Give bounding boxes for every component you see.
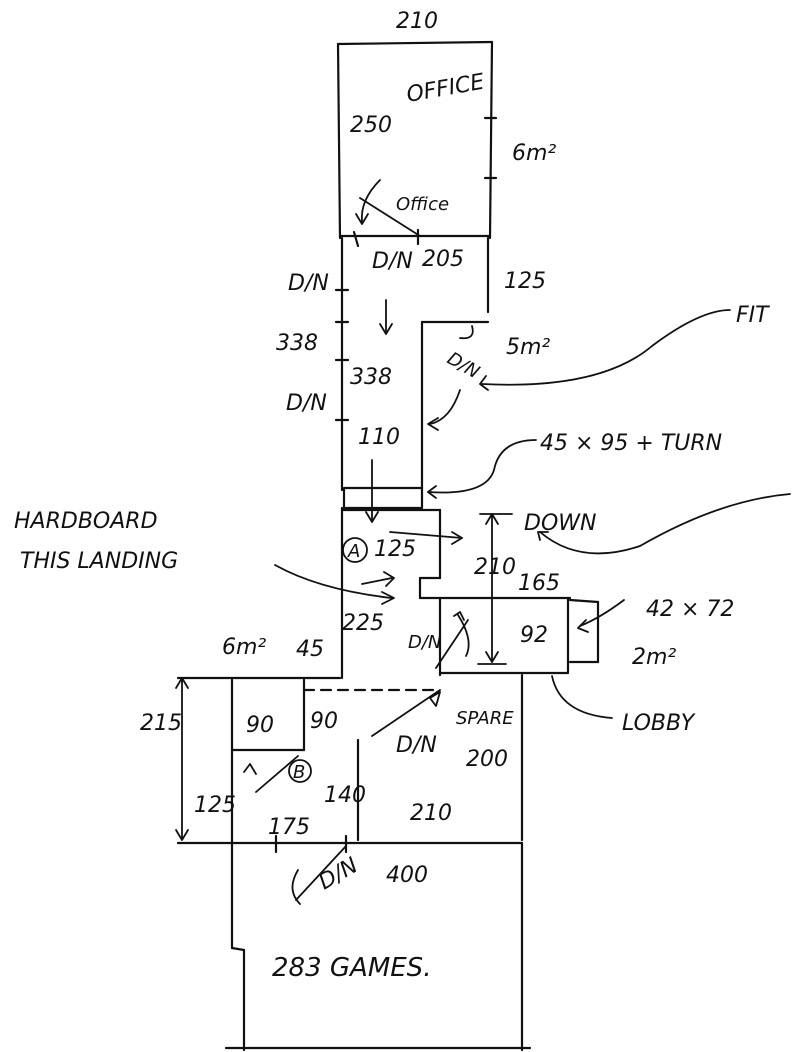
height-215-label: 215 bbox=[140, 711, 182, 736]
dn-landing-label: D/N bbox=[408, 632, 441, 653]
marker-b-label: B bbox=[293, 762, 305, 783]
spare-label: SPARE bbox=[456, 708, 514, 729]
corridor-area-label: 5m² bbox=[506, 335, 550, 360]
fit-label: FIT bbox=[736, 303, 770, 328]
lobby-area-label: 2m² bbox=[632, 645, 676, 670]
step-note-label: 45 × 95 + TURN bbox=[540, 431, 722, 456]
landing-225-label: 225 bbox=[342, 611, 384, 636]
landing-width-label: 125 bbox=[374, 537, 416, 562]
marker-b: B bbox=[288, 759, 312, 783]
office-scribble: Office bbox=[396, 194, 449, 215]
corridor-height-inner-label: 338 bbox=[350, 365, 392, 390]
left-45-label: 45 bbox=[296, 637, 324, 662]
corridor-walls bbox=[334, 236, 490, 492]
dn-office-label: D/N bbox=[372, 249, 413, 274]
corridor-height-outer-label: 338 bbox=[276, 331, 318, 356]
games-label: 283 GAMES. bbox=[272, 953, 431, 983]
lobby-size-label: 42 × 72 bbox=[646, 597, 734, 622]
dimension-lines bbox=[175, 513, 513, 841]
corridor-width-label: 110 bbox=[358, 425, 400, 450]
lobby-label: LOBBY bbox=[622, 711, 696, 736]
dim-140-label: 140 bbox=[324, 783, 366, 808]
hardboard-label: HARDBOARD bbox=[14, 509, 158, 534]
spare-200-label: 200 bbox=[466, 747, 508, 772]
door-and-arrows bbox=[243, 179, 474, 905]
this-landing-label: THIS LANDING bbox=[20, 549, 178, 574]
lower-walls bbox=[176, 673, 532, 1052]
dim-175-label: 175 bbox=[268, 815, 310, 840]
dn-left-upper-label: D/N bbox=[288, 271, 329, 296]
office-area-label: 6m² bbox=[512, 141, 556, 166]
landing-165-label: 165 bbox=[518, 571, 560, 596]
dn-spare-label: D/N bbox=[396, 733, 437, 758]
top-width-label: 210 bbox=[396, 9, 438, 34]
down-label: DOWN bbox=[524, 511, 596, 536]
corridor-right-label: 125 bbox=[504, 269, 546, 294]
room-90b-label: 90 bbox=[310, 709, 338, 734]
office-walls bbox=[336, 40, 498, 248]
leader-lines bbox=[427, 309, 791, 719]
landing-drop-label: 210 bbox=[474, 555, 516, 580]
left-area-label: 6m² bbox=[222, 635, 266, 660]
games-400-label: 400 bbox=[386, 863, 428, 888]
office-bottom-label: 205 bbox=[422, 247, 464, 272]
lobby-92-label: 92 bbox=[520, 623, 548, 648]
room-90a-label: 90 bbox=[246, 713, 274, 738]
marker-a-label: A bbox=[347, 541, 360, 562]
office-depth-label: 250 bbox=[350, 113, 392, 138]
marker-a: A bbox=[342, 537, 368, 563]
lobby-closet-walls bbox=[568, 598, 600, 664]
step-box-walls bbox=[342, 486, 424, 510]
dn-left-lower-label: D/N bbox=[286, 391, 327, 416]
office-label: OFFICE bbox=[405, 70, 487, 108]
spare-210-label: 210 bbox=[410, 801, 452, 826]
dim-125-label: 125 bbox=[194, 793, 236, 818]
dn-games-label: D/N bbox=[315, 853, 363, 895]
dn-corridor-label: D/N bbox=[444, 348, 483, 383]
